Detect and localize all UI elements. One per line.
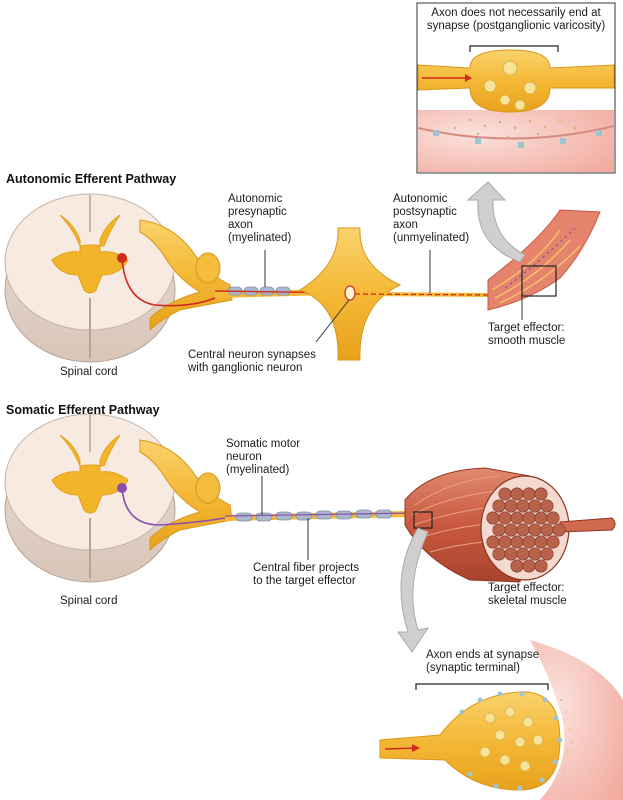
muscle-fiber	[492, 523, 506, 537]
postsynaptic-line-4: (unmyelinated)	[393, 232, 470, 244]
muscle-fiber	[534, 559, 548, 573]
muscle-fiber	[516, 547, 530, 561]
motor-line-2: neuron	[226, 451, 262, 463]
autonomic-presynaptic-label: Autonomic presynaptic axon (myelinated)	[228, 193, 291, 245]
varicosity-line-2: synapse (postganglionic varicosity)	[426, 20, 606, 32]
terminal-line-2: (synaptic terminal)	[426, 662, 520, 674]
postsynaptic-line-3: axon	[393, 219, 418, 231]
somatic-nerve-roots	[139, 439, 233, 552]
presynaptic-line-1: Autonomic	[228, 193, 283, 205]
ganglion-synapse-label: Central neuron synapses with ganglionic …	[188, 349, 316, 375]
muscle-fiber	[534, 511, 548, 525]
autonomic-postsynaptic-label: Autonomic postsynaptic axon (unmyelinate…	[393, 193, 469, 245]
muscle-fiber	[504, 499, 518, 513]
muscle-fiber	[510, 511, 524, 525]
muscle-fiber	[504, 523, 518, 537]
varicosity-line-1: Axon does not necessarily end at	[431, 7, 601, 19]
muscle-fiber	[522, 487, 536, 501]
muscle-fiber	[486, 535, 500, 549]
somatic-section-title: Somatic Efferent Pathway	[6, 403, 160, 417]
synaptic-terminal-inset	[379, 640, 623, 800]
somatic-motor-neuron	[117, 483, 226, 526]
smooth-target-line-2: smooth muscle	[488, 335, 566, 347]
muscle-fiber	[528, 523, 542, 537]
terminal-line-1: Axon ends at synapse	[426, 649, 540, 661]
muscle-fiber	[528, 547, 542, 561]
somatic-spinal-cord-label: Spinal cord	[60, 595, 118, 607]
fiber-line-1: Central fiber projects	[253, 562, 360, 574]
muscle-fiber	[510, 535, 524, 549]
muscle-fiber	[516, 499, 530, 513]
smooth-muscle-tissue	[487, 209, 601, 311]
muscle-fiber	[534, 535, 548, 549]
muscle-fiber	[492, 499, 506, 513]
skeletal-muscle-target-label: Target effector: skeletal muscle	[488, 582, 567, 608]
muscle-fiber	[498, 487, 512, 501]
central-fiber-label: Central fiber projects to the target eff…	[253, 562, 359, 588]
muscle-fiber	[504, 547, 518, 561]
skeletal-target-line-2: skeletal muscle	[488, 595, 567, 607]
muscle-fiber	[546, 511, 560, 525]
autonomic-spinal-cord	[4, 193, 176, 363]
synaptic-terminal-caption: Axon ends at synapse (synaptic terminal)	[426, 649, 539, 675]
autonomic-zoom-arrow	[466, 181, 526, 263]
muscle-fiber	[522, 535, 536, 549]
autonomic-postsynaptic-axon	[354, 292, 491, 297]
autonomic-section-title: Autonomic Efferent Pathway	[6, 172, 177, 186]
muscle-fiber	[528, 499, 542, 513]
muscle-fiber	[540, 499, 554, 513]
skeletal-target-line-1: Target effector:	[488, 582, 565, 594]
muscle-fiber	[534, 487, 548, 501]
postsynaptic-line-1: Autonomic	[393, 193, 448, 205]
muscle-fiber	[522, 511, 536, 525]
somatic-spinal-cord	[4, 413, 176, 583]
muscle-fiber	[546, 535, 560, 549]
skeletal-muscle	[404, 467, 616, 583]
fiber-line-2: to the target effector	[253, 575, 356, 587]
presynaptic-line-4: (myelinated)	[228, 232, 292, 244]
somatic-zoom-arrow	[397, 527, 430, 653]
smooth-target-line-1: Target effector:	[488, 322, 565, 334]
muscle-fiber	[540, 523, 554, 537]
muscle-fiber	[510, 487, 524, 501]
motor-line-1: Somatic motor	[226, 438, 301, 450]
autonomic-ganglion	[298, 227, 402, 361]
muscle-fiber	[510, 559, 524, 573]
muscle-fiber	[552, 523, 566, 537]
varicosity-caption: Axon does not necessarily end at synapse…	[419, 7, 613, 33]
muscle-fiber	[498, 511, 512, 525]
somatic-motor-neuron-label: Somatic motor neuron (myelinated)	[226, 438, 300, 477]
muscle-fiber	[492, 547, 506, 561]
postsynaptic-line-2: postsynaptic	[393, 206, 457, 218]
varicosity-inset	[416, 2, 616, 174]
muscle-fiber	[498, 535, 512, 549]
smooth-muscle-target-label: Target effector: smooth muscle	[488, 322, 565, 348]
ganglion-line-2: with ganglionic neuron	[188, 362, 303, 374]
presynaptic-line-2: presynaptic	[228, 206, 287, 218]
muscle-fiber	[516, 523, 530, 537]
presynaptic-line-3: axon	[228, 219, 253, 231]
muscle-fiber	[522, 559, 536, 573]
motor-line-3: (myelinated)	[226, 464, 290, 476]
autonomic-nerve-roots	[139, 219, 233, 332]
muscle-fiber	[486, 511, 500, 525]
autonomic-presynaptic-neuron	[117, 253, 216, 307]
autonomic-spinal-cord-label: Spinal cord	[60, 366, 118, 378]
muscle-fiber	[540, 547, 554, 561]
somatic-myelinated-axon	[224, 509, 416, 522]
ganglion-line-1: Central neuron synapses	[188, 349, 316, 361]
